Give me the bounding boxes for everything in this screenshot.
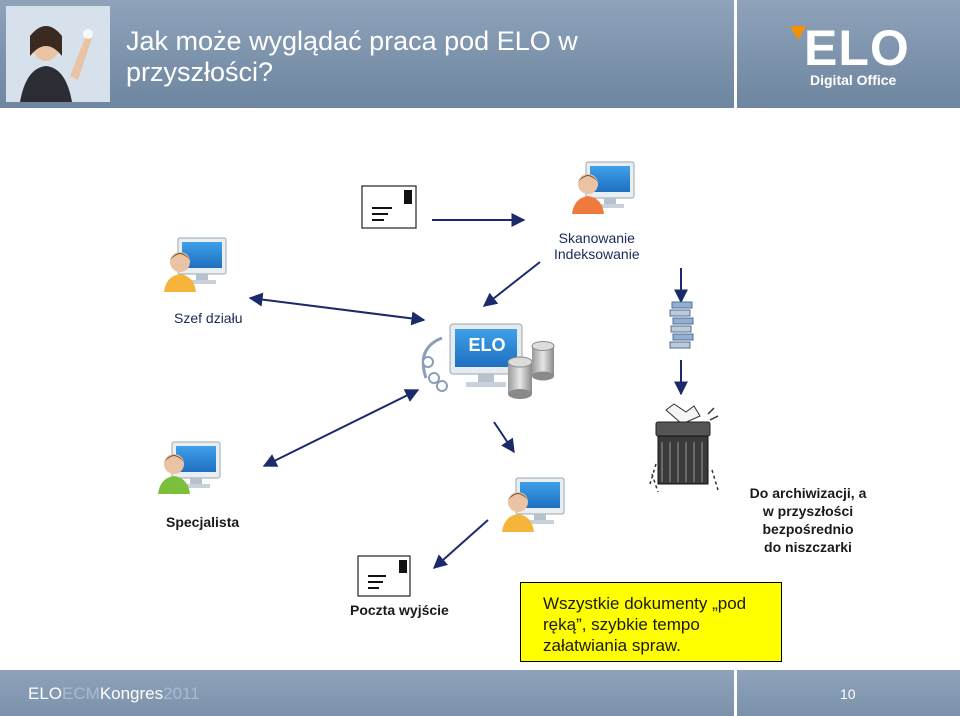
elo-server-icon xyxy=(421,323,555,399)
document-stack-icon xyxy=(669,301,694,349)
footer-brand: ELOECMKongres2011 xyxy=(28,684,200,704)
user-computer-icon xyxy=(158,441,221,494)
label-scanning-text: Skanowanie xyxy=(558,230,635,246)
logo-mark-icon xyxy=(790,26,806,40)
user-computer-icon xyxy=(572,161,635,214)
archive-note-line-1: Do archiwizacji, a xyxy=(749,485,867,501)
user-computer-icon xyxy=(164,237,227,292)
arrow-server-to-specialist xyxy=(262,389,420,467)
footer-brand-ecm: ECM xyxy=(62,684,100,703)
page-number: 10 xyxy=(840,686,856,702)
summary-note-line-1: Wszystkie dokumenty „pod xyxy=(543,594,747,613)
footer-brand-kongres: Kongres xyxy=(99,684,164,703)
label-scanning: Skanowanie Indeksowanie xyxy=(554,230,640,262)
shredder-icon xyxy=(649,403,719,493)
server-screen-logo: ELO xyxy=(468,335,506,355)
footer-brand-year: 2011 xyxy=(163,684,200,703)
page-title: Jak może wyglądać praca pod ELO w przysz… xyxy=(126,26,686,88)
archive-note-line-3: bezpośrednio xyxy=(762,521,854,537)
label-outgoing-mail: Poczta wyjście xyxy=(350,602,449,618)
footer-divider xyxy=(734,670,737,716)
header-bar: Jak może wyglądać praca pod ELO w przysz… xyxy=(0,0,960,108)
arrow-server-to-clerk xyxy=(493,421,515,454)
label-head-of-department: Szef działu xyxy=(174,310,243,326)
label-indexing-text: Indeksowanie xyxy=(554,246,640,262)
label-archive-note: Do archiwizacji, a w przyszłości bezpośr… xyxy=(738,484,878,556)
header-photo xyxy=(6,6,110,102)
logo-main-text: ELO xyxy=(804,20,910,76)
arrow-head-server xyxy=(248,292,426,326)
footer-bar: ELOECMKongres2011 10 xyxy=(0,670,960,716)
arrows xyxy=(248,213,688,569)
page-title-line-1: Jak może wyglądać praca pod ELO w xyxy=(126,26,578,56)
page-title-line-2: przyszłości? xyxy=(126,57,274,87)
footer-brand-elo: ELO xyxy=(28,684,63,703)
summary-note: Wszystkie dokumenty „pod ręką”, szybkie … xyxy=(520,582,782,662)
label-specialist: Specjalista xyxy=(166,514,240,530)
user-computer-icon xyxy=(502,477,565,532)
logo-sub-text: Digital Office xyxy=(810,72,897,88)
summary-note-line-3: załatwiania spraw. xyxy=(543,636,681,655)
elo-logo: ELO Digital Office xyxy=(790,22,910,92)
archive-note-line-2: w przyszłości xyxy=(762,503,854,519)
arrow-scanner-to-server xyxy=(482,261,541,307)
archive-note-line-4: do niszczarki xyxy=(764,539,852,555)
header-divider xyxy=(734,0,737,108)
arrow-clerk-to-outgoing xyxy=(432,519,489,569)
summary-note-line-2: ręką”, szybkie tempo xyxy=(543,615,700,634)
letter-icon xyxy=(361,185,417,229)
letter-icon xyxy=(357,555,411,597)
